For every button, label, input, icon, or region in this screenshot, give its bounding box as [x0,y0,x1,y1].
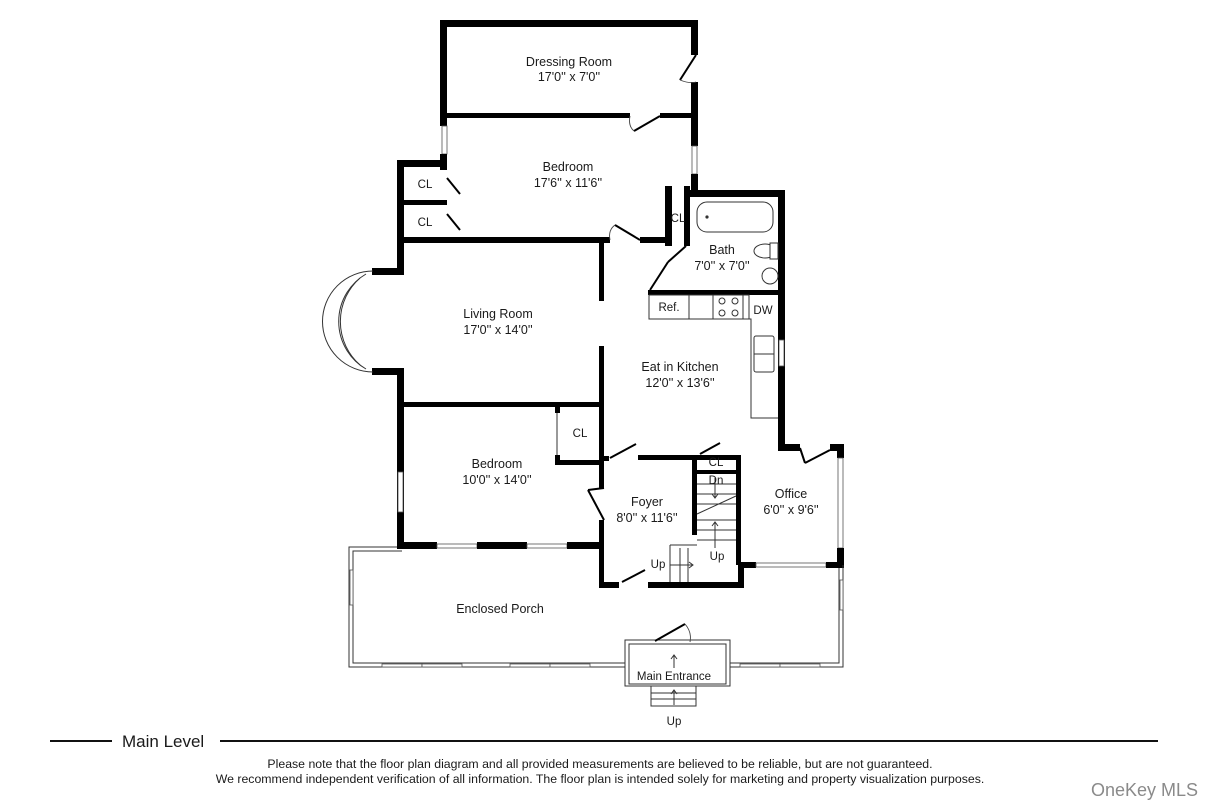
room-name-bedroom-lower: Bedroom [472,457,523,471]
closet-label: CL [418,179,433,191]
stairs-down-label: Dn [709,475,724,487]
room-name-main-entrance: Main Entrance [637,671,711,683]
room-name-living-room: Living Room [463,307,532,321]
eat-in-kitchen: Ref. DW Eat in Kitchen 12'0'' x 13'6'' [599,294,785,461]
watermark: OneKey MLS [1090,780,1198,800]
stairs-up-label: Up [651,559,666,571]
bath: CL Bath 7'0'' x 7'0'' [648,186,785,450]
room-dims-bath: 7'0'' x 7'0'' [694,259,749,273]
room-dims-office: 6'0'' x 9'6'' [763,503,818,517]
room-dims-living-room: 17'0'' x 14'0'' [463,323,532,337]
enclosed-porch: Enclosed Porch [348,546,844,668]
room-dims-bedroom-upper: 17'6'' x 11'6'' [534,176,602,190]
level-title: Main Level [122,732,205,751]
stairs-up-label: Up [667,716,682,728]
room-dims-bedroom-lower: 10'0'' x 14'0'' [462,473,531,487]
room-name-bath: Bath [709,243,735,257]
closet-label: CL [418,217,433,229]
closet-label: CL [709,457,724,469]
room-name-office: Office [775,487,807,501]
room-name-foyer: Foyer [631,495,663,509]
bedroom-upper: Bedroom 17'6'' x 11'6'' [400,118,698,243]
disclaimer-line-1: Please note that the floor plan diagram … [267,757,933,771]
stairs-up-label: Up [710,551,725,563]
room-name-dressing-room: Dressing Room [526,55,612,69]
disclaimer-line-2: We recommend independent verification of… [215,772,985,786]
living-room: Living Room 17'0'' x 14'0'' [322,243,604,548]
room-dims-dressing-room: 17'0'' x 7'0'' [538,70,600,84]
foyer: CL Dn Up Up Foyer 8'0'' x 11'6'' [587,442,744,588]
room-name-bedroom-upper: Bedroom [543,160,594,174]
closet-label: CL [671,213,686,225]
main-entrance: Main Entrance Up [624,623,731,728]
dressing-room: Dressing Room 17'0'' x 7'0'' [440,20,698,132]
room-name-kitchen: Eat in Kitchen [641,360,718,374]
office: Office 6'0'' x 9'6'' [740,444,844,568]
room-dims-kitchen: 12'0'' x 13'6'' [645,376,714,390]
bedroom-lower: CL Bedroom 10'0'' x 14'0'' [397,403,604,549]
level-rule-right [220,740,1158,742]
refrigerator-label: Ref. [658,302,679,314]
level-rule-left [50,740,112,742]
room-name-enclosed-porch: Enclosed Porch [456,602,544,616]
left-closets: CL CL [397,160,461,243]
closet-label: CL [573,428,588,440]
room-dims-foyer: 8'0'' x 11'6'' [616,511,677,525]
dishwasher-label: DW [753,305,772,317]
